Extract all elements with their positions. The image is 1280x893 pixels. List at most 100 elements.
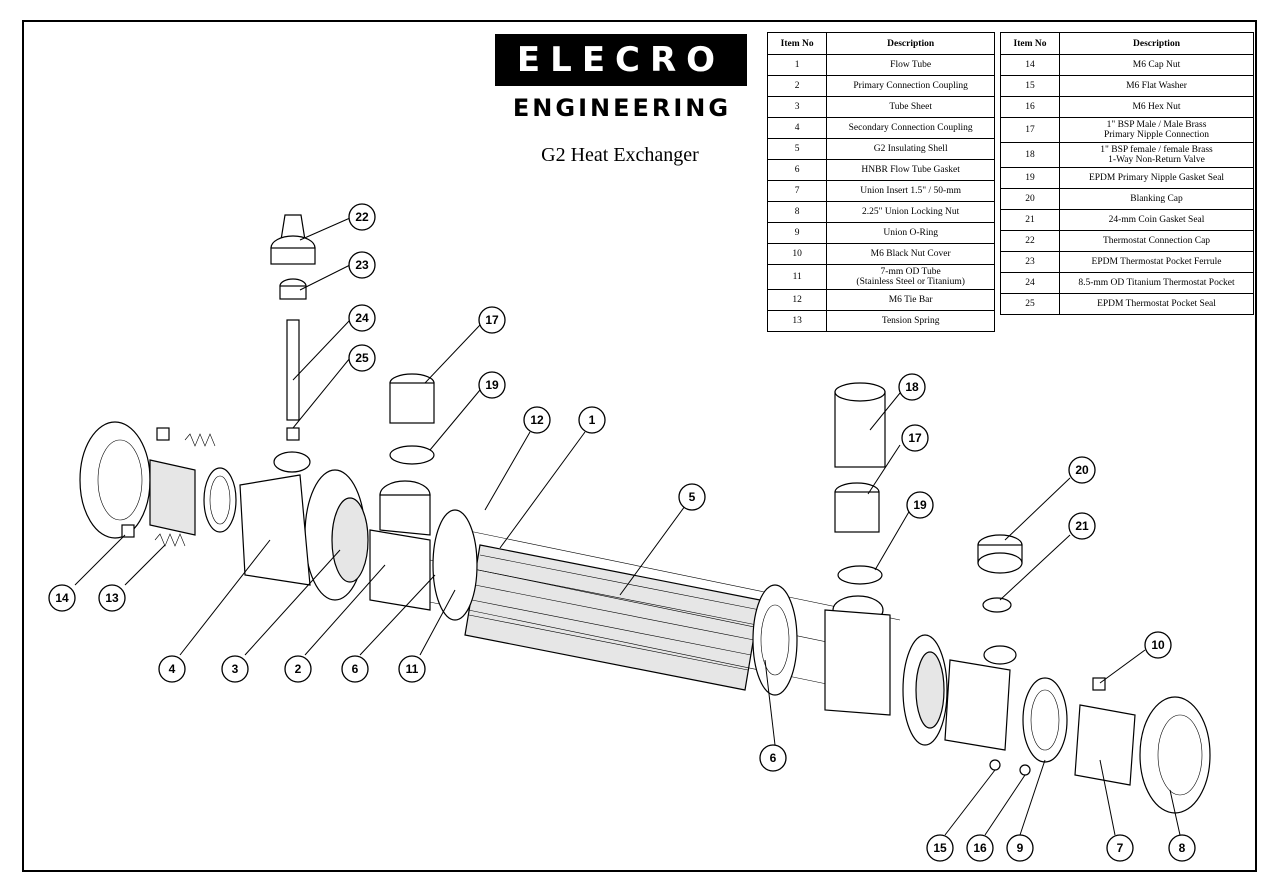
balloon-9: 9	[1006, 834, 1034, 862]
balloon-12: 12	[523, 406, 551, 434]
item-no-cell: 21	[1000, 209, 1060, 231]
balloon-16: 16	[966, 834, 994, 862]
description-line: Thermostat Connection Cap	[1102, 236, 1211, 246]
item-no-cell: 3	[766, 96, 828, 118]
balloon-22: 22	[348, 203, 376, 231]
svg-text:8: 8	[1179, 841, 1186, 855]
balloon-3: 3	[221, 655, 249, 683]
union-insert-left	[149, 459, 196, 536]
balloon-6: 6	[341, 655, 369, 683]
description-cell: M6 Flat Washer	[1059, 75, 1254, 97]
balloon-24: 24	[348, 304, 376, 332]
company-logo: ELECRO	[495, 34, 747, 86]
insulating-shell	[464, 544, 761, 691]
svg-text:18: 18	[905, 380, 919, 394]
description-cell: Tension Spring	[826, 310, 995, 332]
svg-text:14: 14	[55, 591, 69, 605]
description-line: Union O-Ring	[883, 228, 938, 238]
description-cell: M6 Tie Bar	[826, 289, 995, 311]
cap-nut-bottom	[121, 524, 135, 538]
svg-text:12: 12	[530, 413, 544, 427]
svg-text:6: 6	[352, 662, 359, 676]
description-line: Union Insert 1.5" / 50-mm	[860, 186, 961, 196]
drawing-title: G2 Heat Exchanger	[541, 144, 699, 166]
spring-top	[184, 433, 216, 447]
secondary-coupling-right	[944, 659, 1011, 751]
header-description: Description	[826, 32, 995, 55]
svg-text:17: 17	[908, 431, 922, 445]
balloon-10: 10	[1144, 631, 1172, 659]
table-row: 22 Thermostat Connection Cap	[1000, 230, 1254, 252]
item-no-cell: 12	[766, 289, 828, 311]
header-item-no: Item No	[1000, 32, 1060, 55]
non-return-valve	[834, 391, 886, 468]
balloon-6b: 6	[759, 744, 787, 772]
item-no-cell: 17	[1000, 117, 1060, 143]
balloon-17: 17	[478, 306, 506, 334]
item-no-cell: 22	[1000, 230, 1060, 252]
balloon-21: 21	[1068, 512, 1096, 540]
description-line: EPDM Primary Nipple Gasket Seal	[1088, 173, 1225, 183]
svg-text:4: 4	[169, 662, 176, 676]
header-item-no: Item No	[766, 32, 828, 55]
svg-text:21: 21	[1075, 519, 1089, 533]
description-cell: 2.25" Union Locking Nut	[826, 201, 995, 223]
svg-text:15: 15	[933, 841, 947, 855]
description-line: Blanking Cap	[1130, 194, 1183, 204]
description-line: M6 Hex Nut	[1132, 102, 1181, 112]
balloon-2: 2	[284, 655, 312, 683]
description-line: M6 Cap Nut	[1132, 60, 1181, 70]
description-line: Flow Tube	[890, 60, 932, 70]
thermostat-port	[273, 451, 311, 473]
balloon-20: 20	[1068, 456, 1096, 484]
description-cell: G2 Insulating Shell	[826, 138, 995, 160]
item-no-cell: 16	[1000, 96, 1060, 118]
description-line: M6 Black Nut Cover	[870, 249, 951, 259]
balloon-7: 7	[1106, 834, 1134, 862]
description-cell: M6 Hex Nut	[1059, 96, 1254, 118]
o-ring-right	[1022, 677, 1068, 763]
logo-line2: ENGINEERING	[512, 94, 732, 122]
description-line: M6 Tie Bar	[888, 295, 933, 305]
primary-coupling-right	[824, 609, 891, 716]
balloon-15: 15	[926, 834, 954, 862]
description-line: G2 Insulating Shell	[873, 144, 948, 154]
item-no-cell: 8	[766, 201, 828, 223]
table-row: 16 M6 Hex Nut	[1000, 96, 1254, 118]
flow-tube-end-right	[752, 584, 798, 696]
item-no-cell: 14	[1000, 54, 1060, 76]
description-cell: Secondary Connection Coupling	[826, 117, 995, 139]
description-cell: HNBR Flow Tube Gasket	[826, 159, 995, 181]
coin-gasket	[982, 597, 1012, 613]
balloon-13: 13	[98, 584, 126, 612]
description-line: EPDM Thermostat Pocket Ferrule	[1091, 257, 1222, 267]
description-line: 8.5-mm OD Titanium Thermostat Pocket	[1078, 278, 1235, 288]
spring-bottom	[154, 533, 186, 547]
balloon-5: 5	[678, 483, 706, 511]
description-line: HNBR Flow Tube Gasket	[861, 165, 960, 175]
description-cell: Primary Connection Coupling	[826, 75, 995, 97]
description-cell: Thermostat Connection Cap	[1059, 230, 1254, 252]
description-cell: Union Insert 1.5" / 50-mm	[826, 180, 995, 202]
union-nut-right	[1139, 696, 1211, 814]
secondary-coupling-left	[239, 474, 311, 586]
description-line: 2.25" Union Locking Nut	[862, 207, 960, 217]
